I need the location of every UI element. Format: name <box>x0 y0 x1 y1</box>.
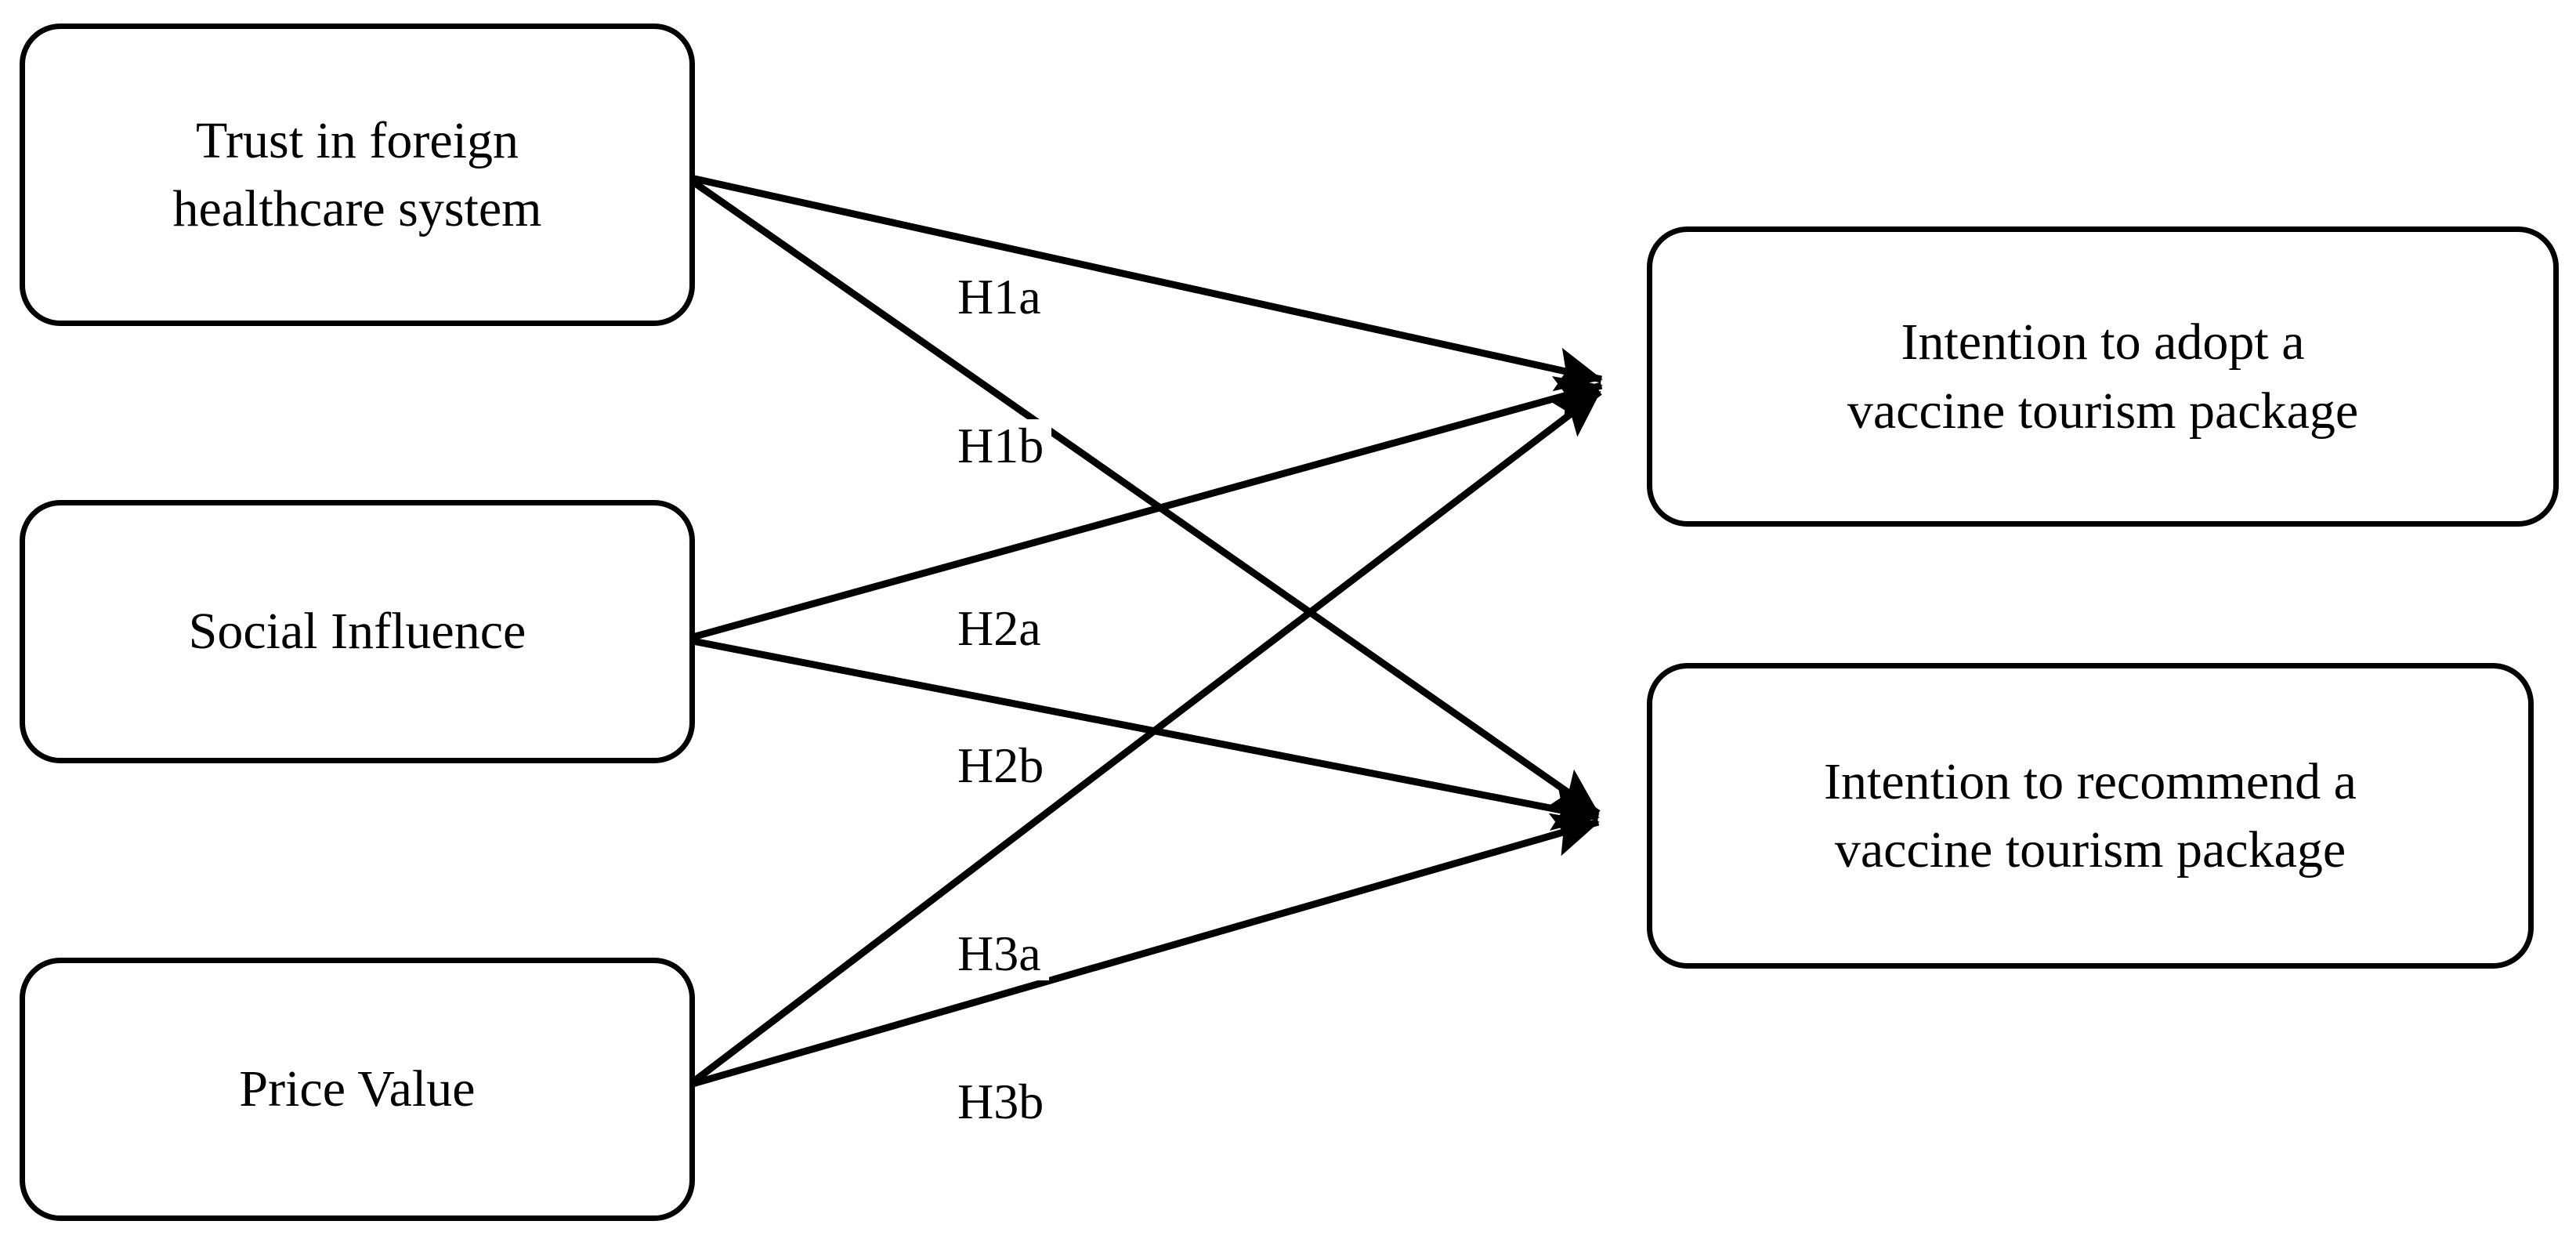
edge-h3b <box>691 813 1600 1088</box>
construct-label-social-influence: Social Influence <box>188 603 526 661</box>
hypothesis-label-h1b: H1b <box>950 419 1052 473</box>
hypothesis-label-h1a: H1a <box>950 270 1049 324</box>
hypothesis-label-h2b: H2b <box>950 739 1052 792</box>
hypothesis-label-h3b: H3b <box>950 1075 1052 1129</box>
construct-box-intention-adopt[interactable]: Intention to adopt a vaccine tourism pac… <box>1647 226 2559 527</box>
edge-h1a <box>693 175 1603 392</box>
construct-label-price-value: Price Value <box>239 1060 476 1118</box>
construct-label-intention-recommend-line2: vaccine tourism package <box>1834 821 2346 879</box>
construct-box-intention-recommend[interactable]: Intention to recommend a vaccine tourism… <box>1647 663 2534 969</box>
construct-label-trust-line1: Trust in foreign <box>196 111 519 169</box>
hypothesis-label-h3a: H3a <box>950 927 1049 980</box>
construct-label-trust-line2: healthcare system <box>172 180 542 237</box>
construct-label-intention-recommend-line1: Intention to recommend a <box>1824 752 2357 810</box>
construct-box-trust[interactable]: Trust in foreign healthcare system <box>20 24 695 326</box>
construct-label-intention-adopt-line2: vaccine tourism package <box>1847 382 2359 440</box>
construct-box-price-value[interactable]: Price Value <box>20 958 695 1221</box>
edge-h2b <box>692 637 1600 831</box>
hypothesis-label-h2a: H2a <box>950 602 1049 655</box>
edge-h2a <box>691 376 1603 641</box>
edge-h1b <box>692 179 1601 817</box>
construct-label-intention-adopt-line1: Intention to adopt a <box>1901 313 2305 371</box>
construct-box-social-influence[interactable]: Social Influence <box>20 500 695 763</box>
edge-h3a <box>690 389 1602 1085</box>
